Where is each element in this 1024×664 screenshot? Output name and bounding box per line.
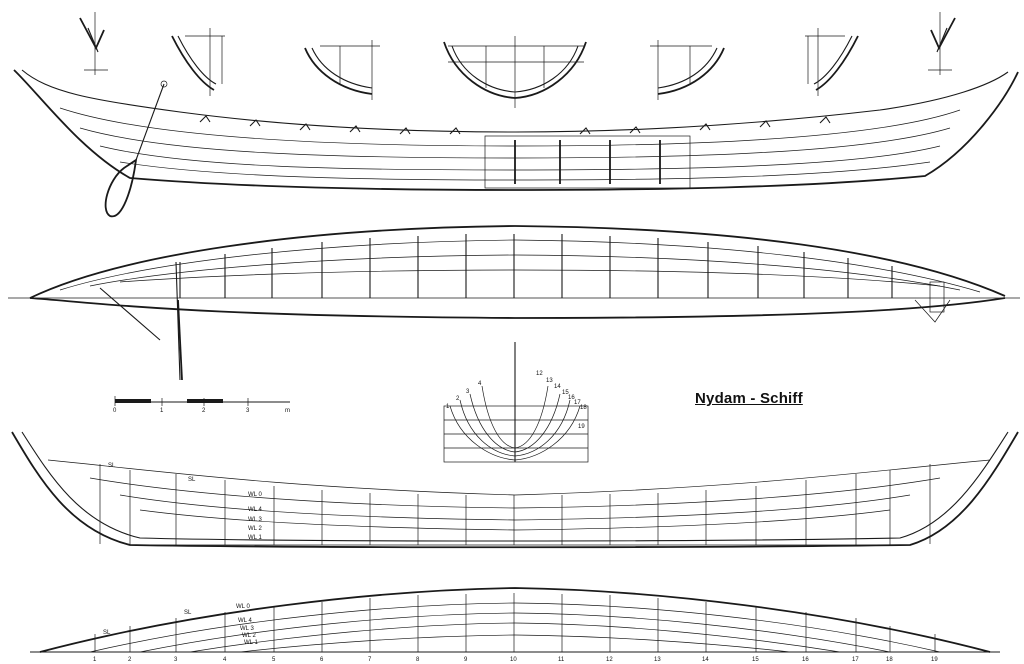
bp-label-3: 3 [466,389,470,395]
pf-label-wl0: WL 0 [236,604,250,610]
bp-label-2: 2 [456,396,460,402]
cross-section-views [79,12,956,108]
hb-label-sl1: SL [108,463,116,469]
bp-label-13: 13 [546,378,553,384]
bp-label-17: 17 [574,400,581,406]
station-7: 7 [368,657,372,663]
station-12: 12 [606,657,613,663]
bp-label-1: 1 [446,404,450,410]
pf-label-wl2: WL 2 [242,633,256,639]
station-18: 18 [886,657,893,663]
station-2: 2 [128,657,132,663]
frame-section-midship [443,36,587,108]
pf-label-sl1: SL [103,630,111,636]
station-10: 10 [510,657,517,663]
station-4: 4 [223,657,227,663]
hb-label-wl3: WL 3 [248,517,262,523]
pf-label-wl4: WL 4 [238,618,252,624]
frame-section-2 [304,40,380,100]
station-9: 9 [464,657,468,663]
scale-tick-2: 2 [202,408,206,414]
station-6: 6 [320,657,324,663]
scale-bar: 0 1 2 3 m [113,396,290,414]
bp-label-14: 14 [554,384,561,390]
station-5: 5 [272,657,276,663]
scale-tick-0: 0 [113,408,117,414]
drawing-title: Nydam - Schiff [695,390,803,407]
frame-section-1 [171,28,225,96]
station-1: 1 [93,657,97,663]
hb-label-wl1: WL 1 [248,535,262,541]
pf-label-wl3: WL 3 [240,626,254,632]
station-14: 14 [702,657,709,663]
frame-section-4 [805,28,859,96]
station-3: 3 [174,657,178,663]
station-17: 17 [852,657,859,663]
bp-label-18: 18 [580,405,587,411]
frame-section-3 [650,40,725,100]
ship-side-profile [13,69,1019,218]
hb-label-wl4: WL 4 [248,507,262,513]
hb-label-wl0: WL 0 [248,492,262,498]
hb-label-wl2: WL 2 [248,526,262,532]
stem-section-right [928,12,956,75]
ship-plan-view [8,225,1020,381]
scale-tick-1: 1 [160,408,164,414]
station-16: 16 [802,657,809,663]
bp-label-16: 16 [568,395,575,401]
station-13: 13 [654,657,661,663]
bp-label-4: 4 [478,381,482,387]
station-15: 15 [752,657,759,663]
station-8: 8 [416,657,420,663]
pf-label-sl2: SL [184,610,192,616]
scale-unit: m [285,408,290,414]
station-19: 19 [931,657,938,663]
body-plan: 4 3 2 1 12 13 14 15 16 17 18 19 [443,342,589,463]
bp-label-19: 19 [578,424,585,430]
bp-label-12: 12 [536,371,543,377]
pf-label-wl1: WL 1 [244,640,258,646]
waterline-profile: SL SL WL 0 WL 4 WL 3 WL 2 WL 1 1 2 3 4 5… [30,587,1000,663]
scale-tick-3: 3 [246,408,250,414]
half-breadth-plan: SL SL WL 0 WL 4 WL 3 WL 2 WL 1 [11,431,1019,549]
station-11: 11 [558,657,565,663]
stem-section-left [79,12,108,75]
bp-label-15: 15 [562,390,569,396]
hb-label-sl2: SL [188,477,196,483]
